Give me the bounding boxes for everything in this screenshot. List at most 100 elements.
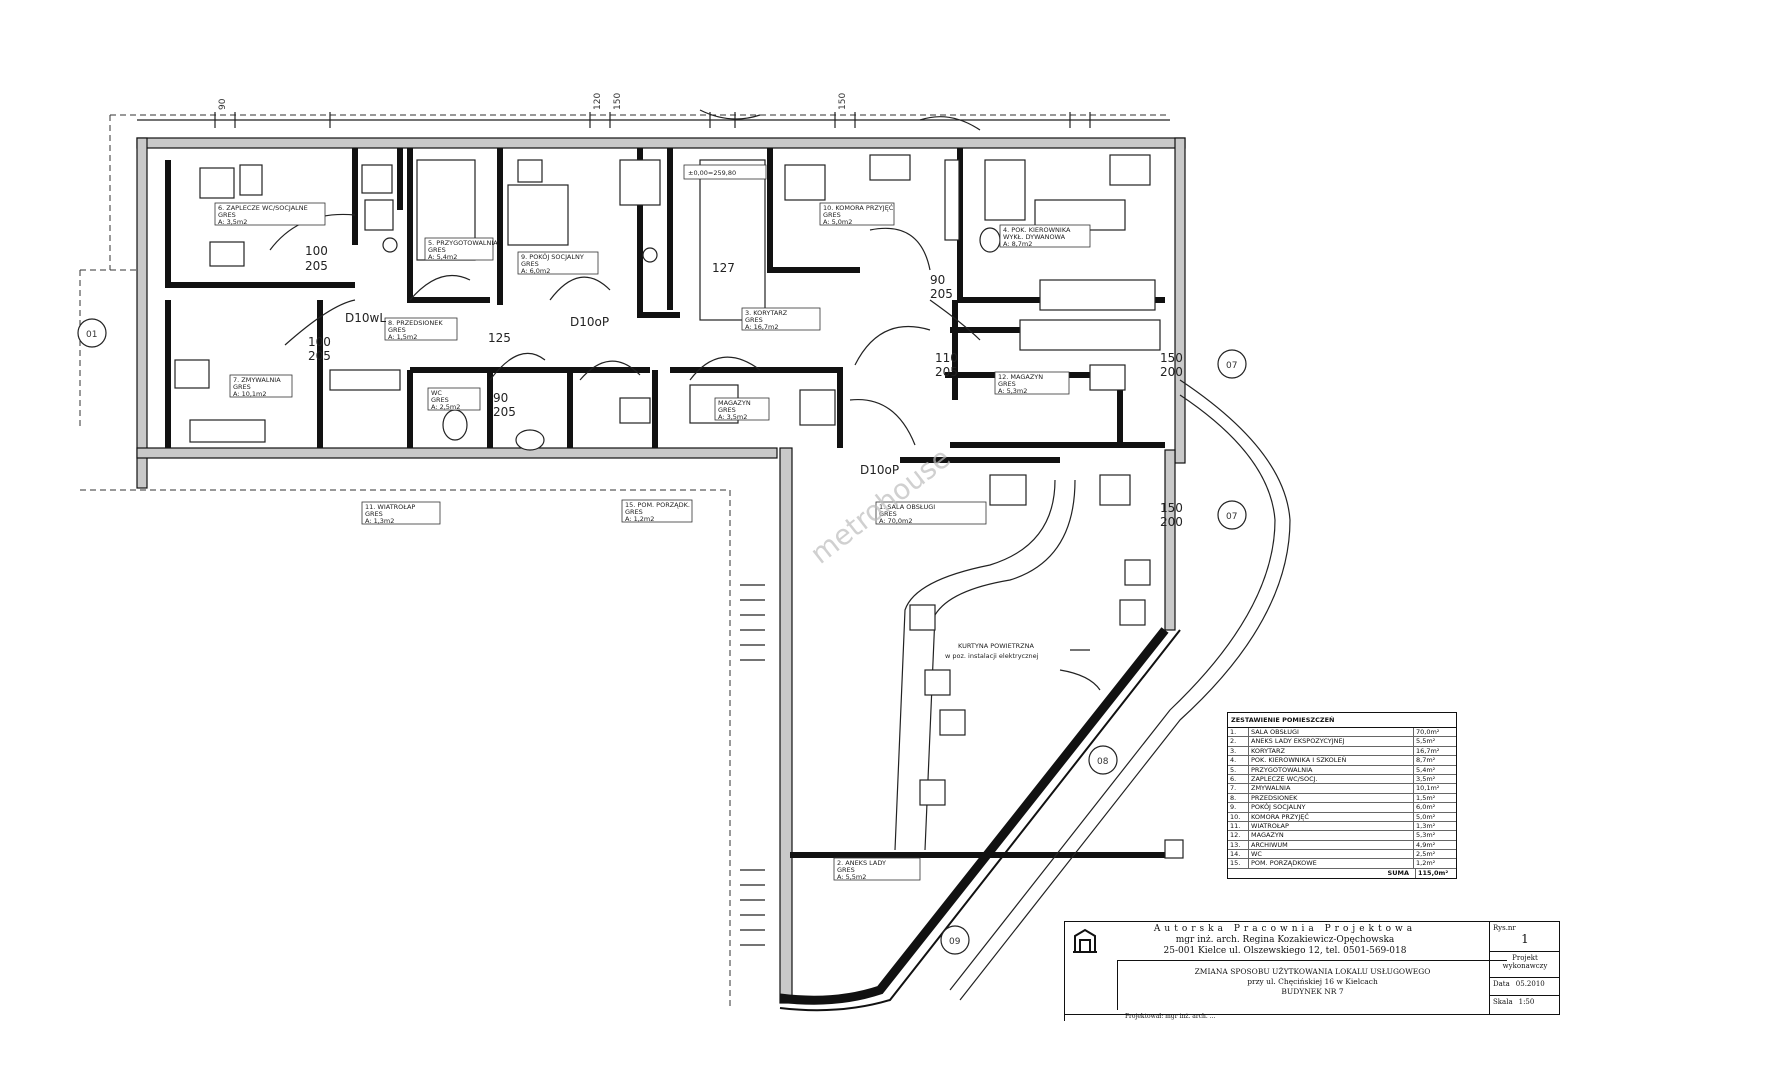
table-row: 6.ZAPLECZE WC/SOCJ.3,5m² (1228, 774, 1456, 785)
axis-dim-2b: 200 (1160, 515, 1183, 529)
door-dimensions: 100 205 100 205 D10wL 125 D10oP 90 205 1… (305, 244, 1183, 529)
svg-text:GRES: GRES (388, 326, 406, 334)
svg-text:A: 5,5m2: A: 5,5m2 (837, 873, 866, 881)
svg-text:A: 5,0m2: A: 5,0m2 (823, 218, 852, 226)
title-block-footer: Projektował: mgr inż. arch. ... (1064, 1013, 1559, 1021)
svg-text:MAGAZYN: MAGAZYN (718, 399, 751, 407)
door-dim-5: 127 (712, 261, 735, 275)
kurtyna-annotation: KURTYNA POWIETRZNA (958, 642, 1034, 650)
axis-label-3: 07 (1226, 512, 1237, 522)
axis-dim-1b: 200 (1160, 365, 1183, 379)
svg-text:GRES: GRES (718, 406, 736, 414)
title-block: Autorska Pracownia Projektowa mgr inż. a… (1064, 921, 1560, 1015)
room-table-sum: SUMA 115,0m² (1228, 868, 1456, 878)
door-dim-8: D10oP (860, 463, 899, 477)
room-label-korytarz: 3. KORYTARZ GRES A: 16,7m2 (741, 307, 821, 331)
queue-barrier (894, 379, 1291, 1001)
svg-text:GRES: GRES (218, 211, 236, 219)
door-dim-4a: 90 (493, 391, 508, 405)
svg-text:15. POM. PORZĄDK.: 15. POM. PORZĄDK. (625, 501, 690, 509)
room-label-komora: 10. KOMORA PRZYJĘĆ GRES A: 5,0m2 (819, 202, 895, 226)
svg-text:GRES: GRES (837, 866, 855, 874)
svg-text:1. SALA OBSŁUGI: 1. SALA OBSŁUGI (879, 503, 935, 511)
axis-dim-1a: 150 (1160, 351, 1183, 365)
svg-text:GRES: GRES (998, 380, 1016, 388)
svg-text:A: 2,5m2: A: 2,5m2 (431, 403, 460, 411)
svg-text:A: 8,7m2: A: 8,7m2 (1003, 240, 1032, 248)
svg-text:GRES: GRES (745, 316, 763, 324)
top-dim-label-2: 120 (593, 93, 603, 110)
room-label-magazyn: 12. MAGAZYN GRES A: 5,3m2 (994, 371, 1070, 395)
project-info: ZMIANA SPOSOBU UŻYTKOWANIA LOKALU USŁUGO… (1117, 960, 1507, 1010)
interior-walls (165, 148, 1165, 858)
svg-text:12. MAGAZYN: 12. MAGAZYN (998, 373, 1043, 381)
room-label-kierownik: 4. POK. KIEROWNIKA WYKŁ. DYWANOWA A: 8,7… (999, 224, 1091, 248)
room-label-sala: 1. SALA OBSŁUGI GRES A: 70,0m2 (875, 501, 987, 525)
axis-label-5: 09 (949, 937, 961, 947)
door-dim-label: D10wL (345, 311, 386, 325)
room-label-przygotowalnia: 5. PRZYGOTOWALNIA GRES A: 5,4m2 (424, 237, 498, 261)
scale-cell: Skala 1:50 (1493, 998, 1535, 1006)
svg-text:A: 1,3m2: A: 1,3m2 (365, 517, 394, 525)
door-dim-4b: 205 (493, 405, 516, 419)
svg-text:GRES: GRES (823, 211, 841, 219)
svg-text:WC: WC (431, 389, 442, 397)
svg-text:A: 16,7m2: A: 16,7m2 (745, 323, 779, 331)
svg-text:11. WIATROŁAP: 11. WIATROŁAP (365, 503, 415, 511)
svg-text:A: 3,5m2: A: 3,5m2 (218, 218, 247, 226)
axis-markers: 01 07 07 08 09 (77, 318, 1247, 955)
svg-text:GRES: GRES (431, 396, 449, 404)
svg-text:A: 1,2m2: A: 1,2m2 (625, 515, 654, 523)
svg-text:6. ZAPLECZE WC/SOCJALNE: 6. ZAPLECZE WC/SOCJALNE (218, 204, 308, 212)
studio-info: Autorska Pracownia Projektowa mgr inż. a… (1153, 924, 1417, 956)
studio-logo-icon (1073, 928, 1097, 953)
level-annotation: ±0,00=259,80 (688, 169, 736, 177)
axis-label-4: 08 (1097, 757, 1109, 767)
door-dim-7b: 205 (935, 365, 958, 379)
sheet-number-cell: Rys.nr 1 (1490, 922, 1560, 952)
svg-text:GRES: GRES (625, 508, 643, 516)
door-dim-3: D10oP (570, 315, 609, 329)
room-label-wc: WC GRES A: 2,5m2 (427, 387, 481, 411)
top-dimension-line: 90 120 150 150 (137, 93, 1170, 128)
svg-text:GRES: GRES (428, 246, 446, 254)
exterior-walls (136, 137, 1186, 1012)
construction-lines (79, 114, 1170, 1010)
room-label-wiatrolap: 11. WIATROŁAP GRES A: 1,3m2 (361, 501, 441, 525)
door-dim-2b: 205 (308, 349, 331, 363)
door-dim-7a: 110 (935, 351, 958, 365)
svg-text:A: 6,0m2: A: 6,0m2 (521, 267, 550, 275)
door-dim-6a: 90 (930, 273, 945, 287)
svg-text:A: 3,5m2: A: 3,5m2 (718, 413, 747, 421)
svg-text:GRES: GRES (233, 383, 251, 391)
annotations: ±0,00=259,80 KURTYNA POWIETRZNA w poz. i… (683, 164, 1090, 660)
room-label-pokoj-socjalny: 9. POKÓJ SOCJALNY GRES A: 6,0m2 (517, 251, 599, 275)
room-label-aneks: 2. ANEKS LADY GRES A: 5,5m2 (833, 857, 921, 881)
svg-text:A: 1,5m2: A: 1,5m2 (388, 333, 417, 341)
axis-label-2: 07 (1226, 361, 1237, 371)
svg-text:7. ZMYWALNIA: 7. ZMYWALNIA (233, 376, 281, 384)
door-swings (269, 109, 1101, 691)
room-label-zmywalnia: 7. ZMYWALNIA GRES A: 10,1m2 (229, 374, 293, 398)
svg-text:A: 5,3m2: A: 5,3m2 (998, 387, 1027, 395)
svg-text:5. PRZYGOTOWALNIA: 5. PRZYGOTOWALNIA (428, 239, 498, 247)
date-cell: Data 05.2010 (1490, 978, 1560, 996)
svg-text:GRES: GRES (365, 510, 383, 518)
room-table-title: ZESTAWIENIE POMIESZCZEŃ (1228, 713, 1456, 728)
